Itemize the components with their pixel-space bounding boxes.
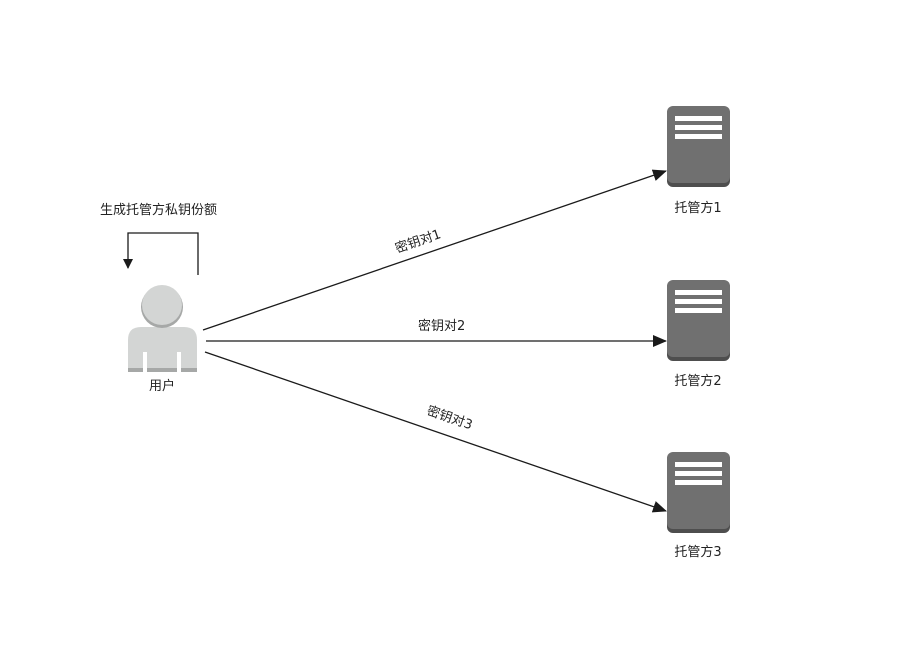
custodian-label-1: 托管方1 bbox=[674, 200, 721, 216]
edge-keypair-3 bbox=[204, 351, 667, 513]
server-icon[interactable] bbox=[667, 106, 730, 187]
self-loop-label: 生成托管方私钥份额 bbox=[100, 202, 217, 218]
edge-label-3: 密钥对3 bbox=[425, 403, 475, 434]
edge-label-2: 密钥对2 bbox=[418, 318, 465, 334]
custodian-label-2: 托管方2 bbox=[674, 373, 721, 389]
user-icon[interactable] bbox=[128, 285, 197, 372]
self-loop-arrow bbox=[123, 232, 199, 275]
user-label: 用户 bbox=[149, 378, 175, 394]
server-icon[interactable] bbox=[667, 452, 730, 533]
edge-label-1: 密钥对1 bbox=[393, 226, 443, 257]
server-icon[interactable] bbox=[667, 280, 730, 361]
custodian-label-3: 托管方3 bbox=[674, 544, 721, 560]
edge-keypair-1 bbox=[202, 169, 667, 331]
